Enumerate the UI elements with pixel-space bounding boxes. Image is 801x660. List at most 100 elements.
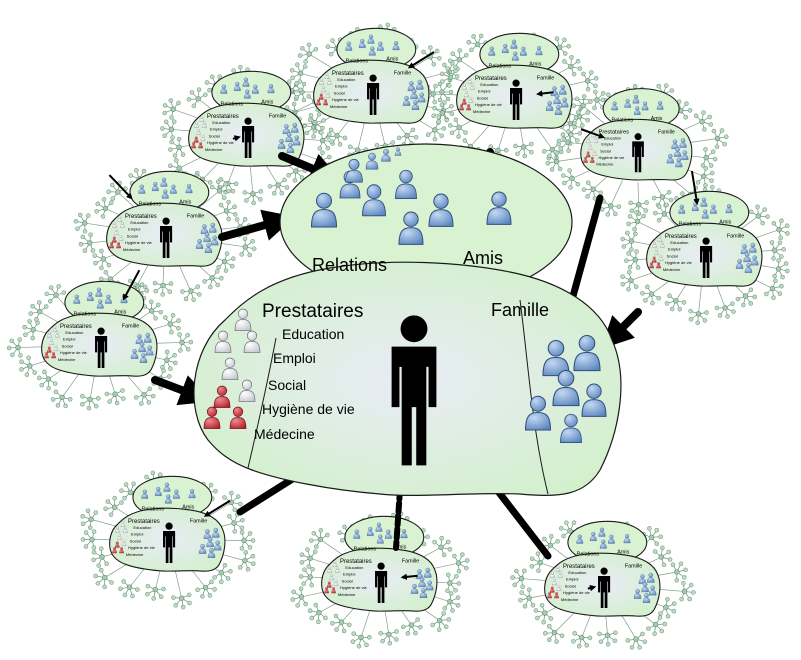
- tree-node-cluster: [177, 331, 194, 353]
- tree-node-cluster: [89, 567, 115, 593]
- tree-node-cluster: [628, 200, 650, 217]
- tree-branch: [249, 166, 254, 194]
- tree-node-cluster: [77, 232, 96, 255]
- tree-node-cluster: [557, 167, 581, 193]
- arrow-to-prestataires: [151, 375, 212, 406]
- mini-provider-label: Emploi: [131, 531, 143, 536]
- tree-branch: [698, 286, 702, 314]
- mini-provider-label: Education: [670, 240, 688, 245]
- provider-education: Education: [282, 326, 344, 342]
- tree-node-cluster: [670, 559, 691, 584]
- prestataires-divider: [247, 337, 277, 469]
- label-relations: Relations: [312, 255, 387, 275]
- mini-connector-arrow: [587, 585, 597, 592]
- tree-node-cluster: [295, 544, 319, 570]
- mini-connector-arrow: [536, 90, 554, 97]
- tree-node-cluster: [580, 67, 602, 93]
- mini-provider-label: Hygiène de vie: [332, 97, 360, 102]
- tree-node-cluster: [47, 388, 74, 413]
- mini-label-prestataires: Prestataires: [665, 234, 697, 240]
- mini-label-famille: Famille: [658, 129, 675, 135]
- mini-label-prestataires: Prestataires: [60, 324, 92, 330]
- tree-branch: [89, 376, 95, 400]
- tree-branch: [384, 611, 390, 635]
- tree-node-cluster: [624, 631, 650, 654]
- mini-label-prestataires: Prestataires: [340, 559, 372, 565]
- mini-provider-label: Education: [212, 120, 230, 125]
- tree-node-cluster: [568, 630, 593, 652]
- tree-node-cluster: [80, 529, 97, 550]
- tree-node-cluster: [711, 126, 731, 150]
- mini-label-relations: Relations: [679, 222, 702, 228]
- mini-label-amis: Amis: [651, 116, 663, 122]
- mini-provider-label: Social: [130, 539, 141, 544]
- mini-label-amis: Amis: [394, 545, 406, 551]
- tree-node-cluster: [133, 385, 159, 410]
- tree-node-cluster: [543, 150, 563, 174]
- tree-node-cluster: [165, 136, 186, 161]
- tree-branch: [652, 179, 663, 198]
- tree-node-cluster: [170, 592, 194, 612]
- mini-provider-label: Hygiène de vie: [475, 102, 503, 107]
- mini-connector-arrow: [232, 135, 241, 142]
- tree-node-cluster: [420, 41, 446, 68]
- famille-divider: [519, 299, 549, 495]
- tree-branch: [582, 105, 608, 127]
- mini-provider-label: Emploi: [63, 336, 75, 341]
- tree-node-cluster: [348, 630, 373, 651]
- mini-label-relations: Relations: [139, 202, 162, 208]
- mini-provider-label: Education: [345, 565, 363, 570]
- tree-branch: [520, 128, 524, 148]
- arrow-to-famille-2: [600, 308, 642, 350]
- mini-provider-label: Education: [604, 135, 621, 140]
- mini-provider-label: Emploi: [335, 83, 347, 88]
- tree-node-cluster: [179, 283, 205, 305]
- tree-branch: [535, 125, 553, 150]
- provider-medecine: Médecine: [254, 426, 315, 442]
- tree-node-cluster: [317, 129, 335, 152]
- tree-node-cluster: [77, 505, 99, 531]
- tree-node-cluster: [71, 210, 91, 235]
- mini-connector-arrow: [690, 170, 700, 206]
- mini-provider-label: Education: [568, 570, 586, 575]
- tree-node-cluster: [679, 580, 697, 603]
- mini-provider-label: Emploi: [566, 576, 578, 581]
- tree-node-cluster: [687, 308, 710, 326]
- mini-provider-label: Médecine: [126, 552, 144, 557]
- mini-label-famille: Famille: [187, 214, 204, 220]
- tree-branch: [202, 160, 221, 180]
- mini-provider-label: Hygiène de vie: [563, 590, 591, 595]
- mini-label-famille: Famille: [122, 324, 139, 330]
- tree-node-cluster: [183, 83, 209, 110]
- tree-node-cluster: [87, 545, 110, 571]
- tree-branch: [581, 615, 591, 638]
- tree-branch: [162, 266, 165, 286]
- mini-connector-arrow: [400, 573, 418, 581]
- mini-label-famille: Famille: [537, 76, 554, 82]
- tree-branch: [620, 614, 637, 640]
- mini-provider-label: Hygiène de vie: [340, 585, 368, 590]
- tree-node-cluster: [441, 590, 465, 616]
- tree-branch: [136, 264, 149, 287]
- mini-provider-label: Social: [477, 96, 488, 101]
- mini-label-amis: Amis: [719, 220, 731, 226]
- mini-provider-label: Social: [209, 134, 220, 139]
- tree-node-cluster: [305, 524, 331, 550]
- tree-node-cluster: [622, 206, 647, 233]
- tree-branch: [227, 165, 236, 184]
- mini-label-famille: Famille: [394, 71, 411, 77]
- tree-node-cluster: [661, 292, 687, 316]
- mini-label-amis: Amis: [114, 310, 126, 316]
- mini-label-relations: Relations: [346, 59, 369, 65]
- mini-label-prestataires: Prestataires: [563, 564, 595, 570]
- tree-node-cluster: [159, 118, 177, 141]
- tree-branch: [154, 571, 161, 590]
- arrow-to-relations: [218, 209, 296, 241]
- tree-node-cluster: [287, 585, 309, 611]
- tree-node-cluster: [428, 101, 450, 127]
- tree-node-cluster: [33, 368, 59, 395]
